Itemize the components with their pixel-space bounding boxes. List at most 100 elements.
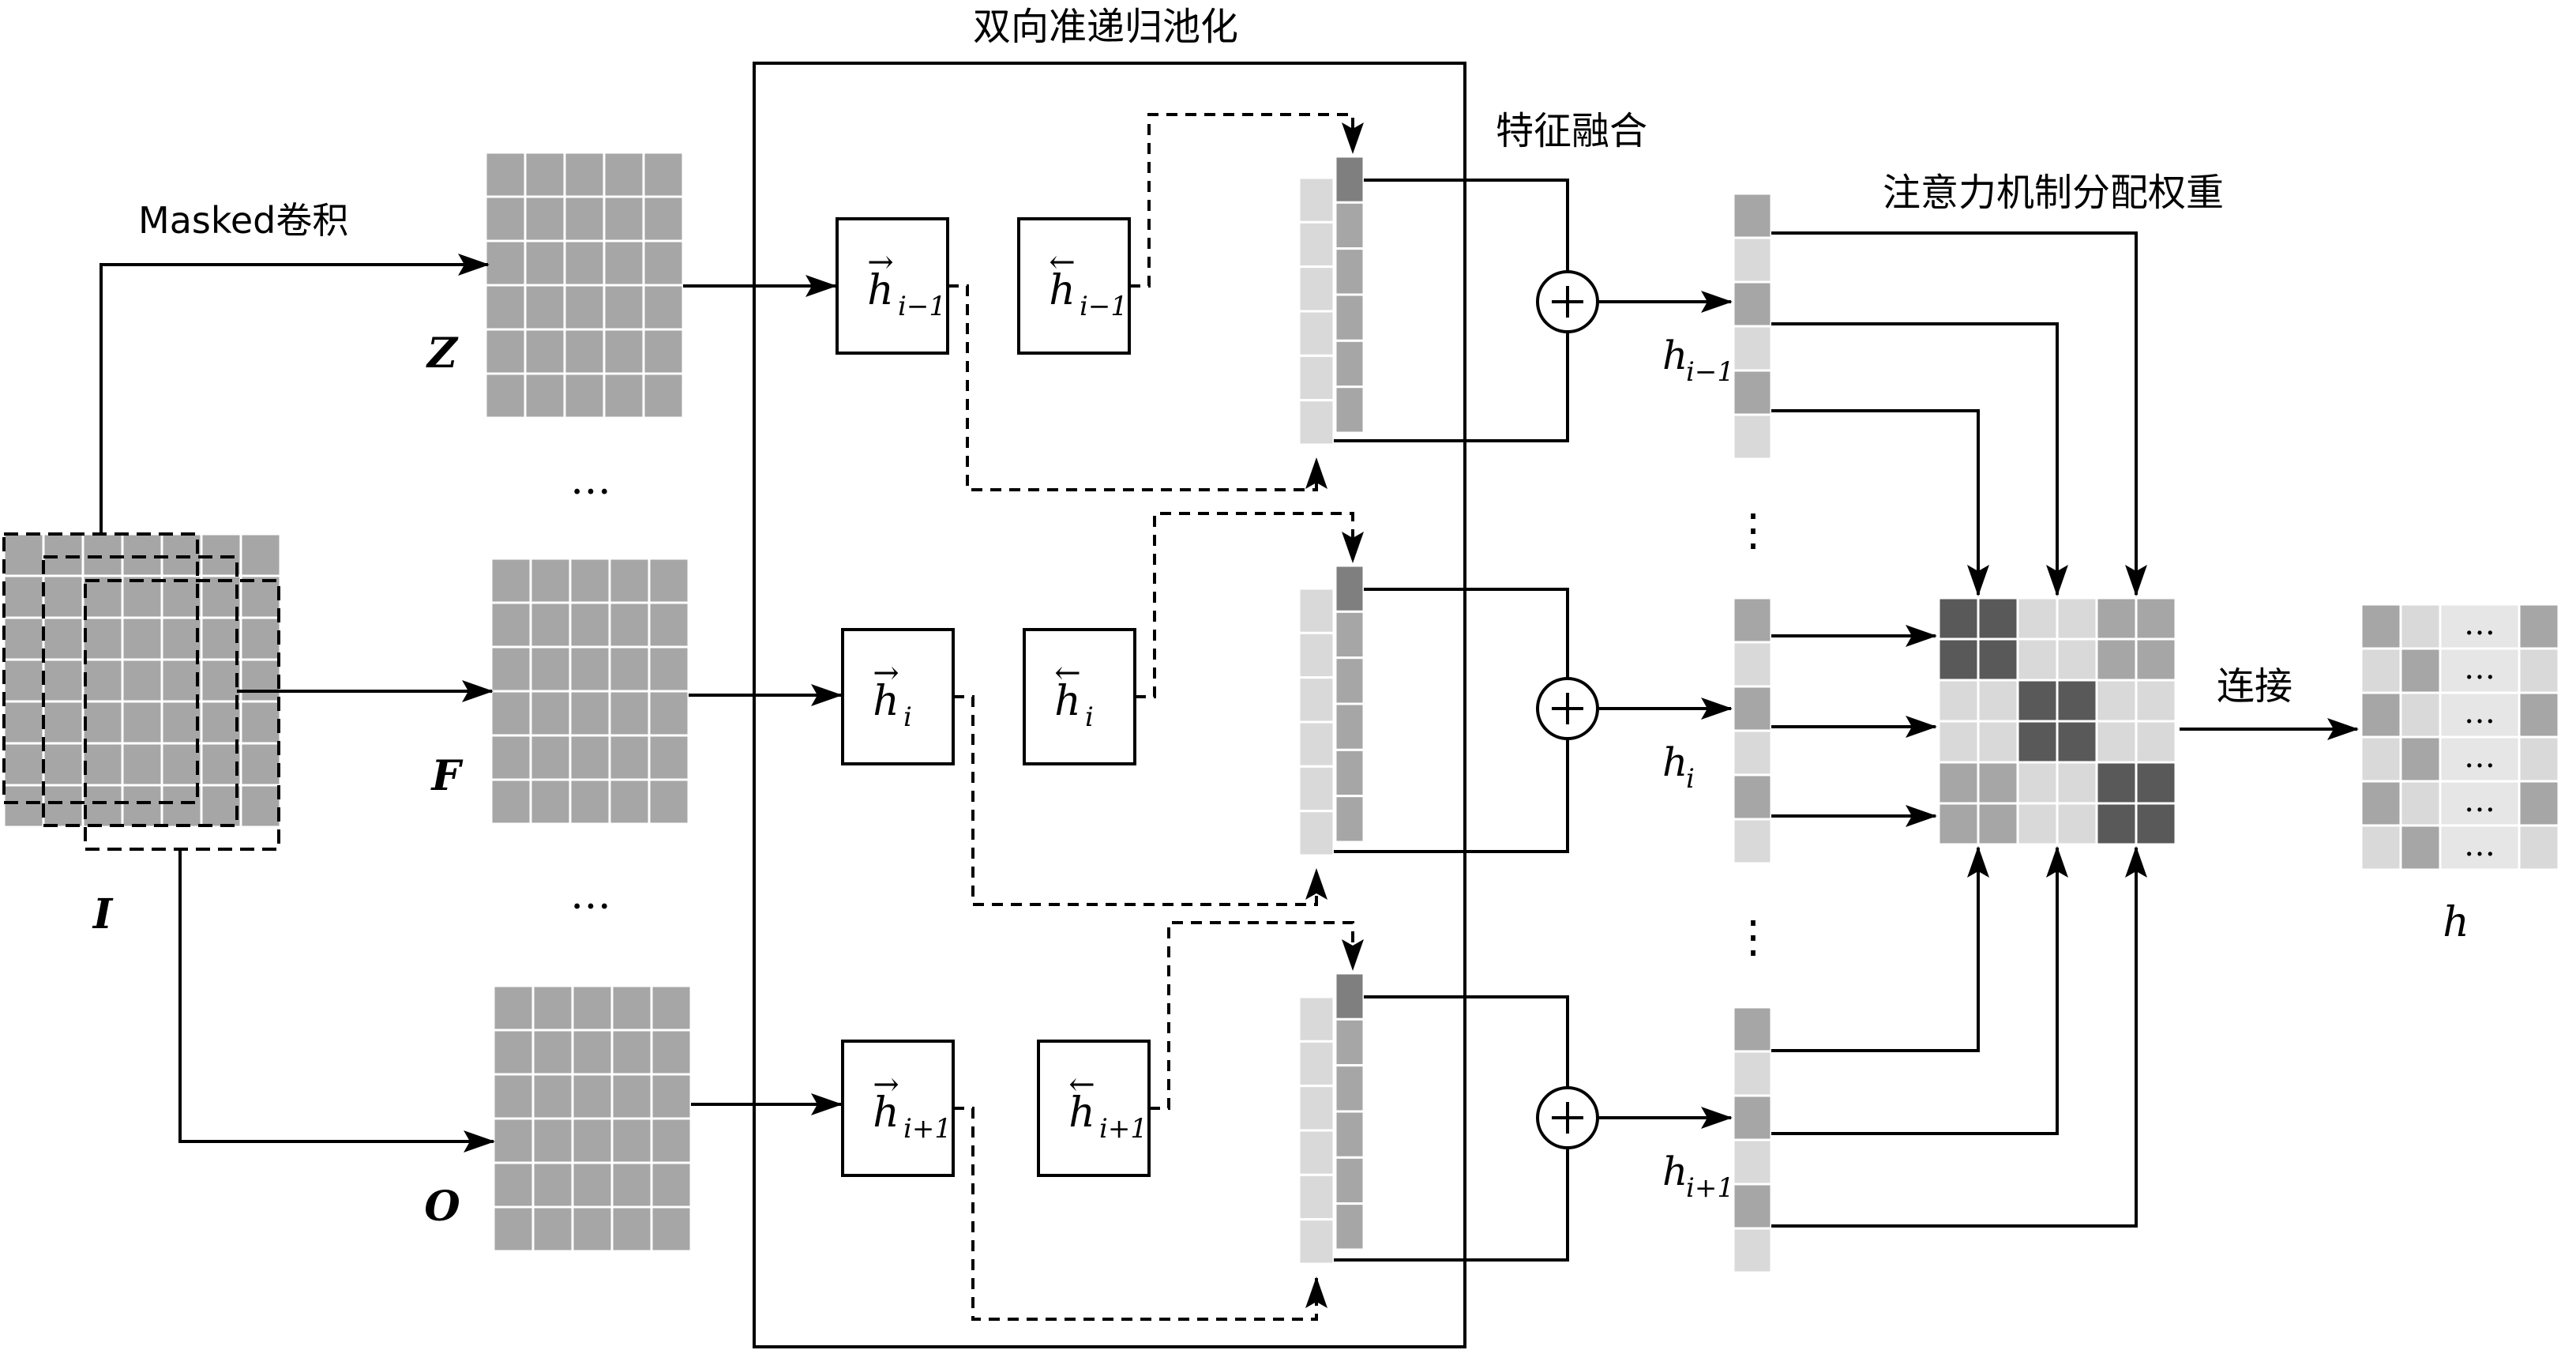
output-cell [2518, 603, 2560, 650]
attention-cell-grid-cell [2056, 679, 2098, 723]
gate-z-grid-cell [563, 239, 606, 287]
fused-vector-2-cell [1732, 818, 1773, 865]
gate-z-grid-cell [642, 284, 685, 331]
gate-f-grid [490, 557, 690, 825]
backward-state-vector-cell [1334, 748, 1365, 798]
input-cell-grid-cell [121, 700, 163, 745]
attention-cell-grid-cell [2016, 679, 2059, 723]
gate-o-grid-cell [492, 1161, 535, 1209]
backward-state-h: h [1068, 1089, 1095, 1137]
gate-f-grid-cell [490, 734, 532, 781]
forward-state-h: h [873, 1089, 899, 1137]
gate-o-grid-cell [610, 1161, 653, 1209]
backward-state-box [1017, 217, 1131, 355]
gate-z-grid-cell [524, 284, 566, 331]
fused-vector-2-cell [1732, 641, 1773, 688]
input-cell-grid-cell [160, 742, 203, 787]
backward-state-vector-cell [1334, 1110, 1365, 1159]
output-cell [2399, 603, 2442, 650]
output-ellipsis: … [2464, 650, 2495, 686]
backward-state-sub: i [1085, 701, 1094, 733]
fused-vector-3-cell [1732, 1227, 1773, 1274]
input-cell-grid-cell [239, 532, 282, 577]
input-cell-grid-cell [2, 532, 45, 577]
input-cell-grid-cell [239, 658, 282, 703]
input-cell-grid-cell [2, 658, 45, 703]
fused-vector-2-cell [1732, 596, 1773, 644]
input-cell-grid-cell [239, 742, 282, 787]
output-ellipsis: … [2464, 739, 2495, 775]
forward-state-vector-cell [1297, 1040, 1335, 1088]
backward-recurrence-dashed [1135, 512, 1364, 698]
attention-cell-grid-cell [1937, 637, 1980, 682]
gate-f-grid-cell [529, 601, 572, 649]
attention-cell-grid-cell [2056, 761, 2098, 805]
gate-o-grid-cell [571, 1161, 614, 1209]
gate-o-grid-cell [650, 984, 693, 1032]
input-cell-grid-cell [200, 700, 242, 745]
gate-f-grid-cell [569, 690, 611, 737]
attention-cell-grid-cell [2135, 761, 2177, 805]
backward-arrow-icon: ← [1068, 1066, 1095, 1103]
forward-state-vector-cell [1297, 1129, 1335, 1176]
gate-f-grid-cell [529, 734, 572, 781]
input-to-gates-arrows [100, 254, 495, 1153]
input-cell-grid-cell [121, 532, 163, 577]
output-cell [2518, 735, 2560, 783]
gate-z-grid-cell [563, 195, 606, 243]
fused-vector-1 [1732, 192, 1773, 461]
output-cell [2399, 735, 2442, 783]
attention-cell-grid-cell [2095, 596, 2138, 641]
output-grid: ……………… [2360, 603, 2560, 871]
pooling-frame [753, 62, 1466, 1348]
top-vector-to-matrix-arrow [1771, 322, 2068, 596]
gate-f-grid-cell [569, 734, 611, 781]
backward-state-vector [1334, 564, 1365, 844]
ellipsis-1: … [570, 457, 611, 504]
backward-state-vector-cell [1334, 1064, 1365, 1113]
forward-to-sum-line [1334, 1148, 1569, 1262]
input-cell-grid-cell [81, 616, 124, 661]
concat-label: 连接 [2217, 664, 2292, 709]
gate-z-grid-cell [524, 151, 566, 198]
attention-cell-grid-cell [2135, 679, 2177, 723]
gate-o-grid-cell [610, 1028, 653, 1076]
forward-recurrence-dashed [953, 1107, 1327, 1321]
input-cell-grid-cell [42, 784, 84, 829]
gate-o-grid-cell [610, 1205, 653, 1253]
gate-o-grid-cell [610, 1117, 653, 1164]
fused-vector-1-cell [1732, 236, 1773, 284]
output-cell [2518, 647, 2560, 694]
attention-cell-grid-cell [2056, 596, 2098, 641]
forward-state-vector-cell [1297, 1173, 1335, 1221]
fused-label-sub: i+1 [1686, 1172, 1734, 1204]
forward-state-sub: i [903, 701, 912, 733]
input-cell-grid-cell [2, 742, 45, 787]
gate-o-grid-cell [650, 1073, 693, 1120]
backward-state-vector-cell [1334, 247, 1365, 296]
attention-cell-grid-cell [2016, 802, 2059, 846]
input-cell-grid-cell [81, 742, 124, 787]
backward-to-sum-line [1364, 995, 1569, 1088]
gate-z-grid-cell [484, 239, 527, 287]
gate-o-grid-cell [650, 1028, 693, 1076]
forward-state-vector-cell [1297, 810, 1335, 857]
attention-cell-grid-cell [2135, 720, 2177, 764]
forward-state-vector-cell [1297, 995, 1335, 1043]
fused-vector-3-cell [1732, 1183, 1773, 1230]
output-cell [2399, 780, 2442, 827]
gate-o-grid-cell [571, 1073, 614, 1120]
gate-f-grid-cell [608, 645, 651, 693]
forward-state-h: h [873, 678, 899, 725]
forward-state-vector-cell [1297, 587, 1335, 634]
input-label: I [92, 890, 114, 938]
gate-o-grid-cell [650, 1161, 693, 1209]
output-ellipsis: … [2464, 783, 2495, 819]
gate-f-grid-cell [569, 778, 611, 825]
gate-f-grid-cell [608, 601, 651, 649]
input-cell-grid-cell [160, 532, 203, 577]
backward-state-sub: i+1 [1099, 1113, 1147, 1145]
input-cell-grid-cell [2, 574, 45, 619]
attention-cell-grid-cell [1937, 596, 1980, 641]
